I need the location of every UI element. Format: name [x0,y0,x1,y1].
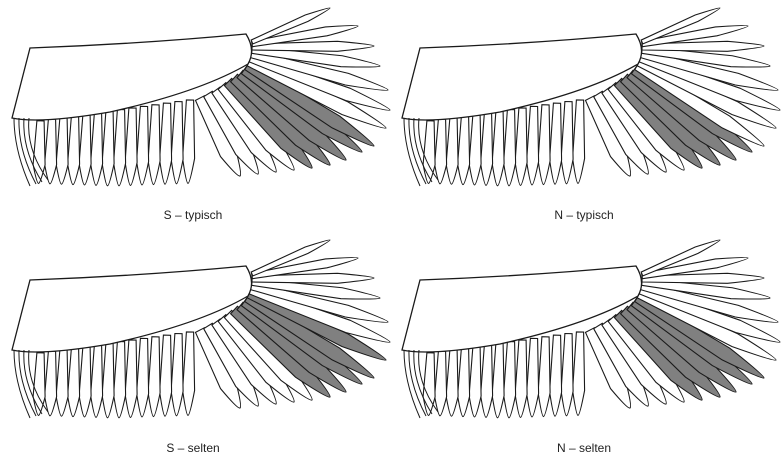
secondary-feather [492,111,504,186]
secondary-feather [561,334,573,416]
secondary-feather [79,114,91,185]
wing-s-typisch [12,8,390,186]
secondary-feather [515,340,527,417]
secondary-feather [160,103,172,184]
secondary-feather [538,337,550,417]
secondary-feather [504,110,516,186]
secondary-feather [125,340,137,417]
secondary-feather [469,114,481,185]
secondary-feather [504,342,516,418]
caption-s-typisch: S – typisch [73,208,313,222]
secondary-feather [481,113,493,186]
secondary-feather [56,349,68,416]
secondary-feather [538,105,550,185]
wing-n-typisch [402,8,780,186]
secondary-feather [102,111,114,186]
secondary-feather [45,351,57,416]
secondary-feather [550,103,562,184]
secondary-feather [469,346,481,417]
secondary-feather [148,337,160,417]
caption-n-typisch: N – typisch [464,208,704,222]
secondary-feather [458,348,470,417]
secondary-feather [160,335,172,416]
secondary-feather [137,106,149,185]
secondary-feather [573,100,585,183]
secondary-feather [68,348,80,417]
secondary-feather [183,332,195,415]
secondary-feather [114,110,126,186]
secondary-feather [573,332,585,415]
secondary-feather [435,119,447,184]
secondary-feather [148,105,160,185]
secondary-feather [114,342,126,418]
secondary-feather [45,119,57,184]
caption-s-selten: S – selten [73,441,313,455]
secondary-feather [56,117,68,184]
secondary-feather [102,343,114,418]
secondary-feather [527,106,539,185]
secondary-feather [458,116,470,185]
secondary-feather [125,108,137,185]
secondary-feather [91,113,103,186]
secondary-feather [561,102,573,184]
secondary-feather [183,100,195,183]
secondary-feather [137,338,149,417]
secondary-feather [481,345,493,418]
secondary-feather [515,108,527,185]
wing-n-selten [402,240,780,418]
secondary-feather [68,116,80,185]
wing-s-selten [12,240,390,418]
secondary-feather [492,343,504,418]
secondary-feather [446,117,458,184]
secondary-feather [171,334,183,416]
secondary-feather [550,335,562,416]
secondary-feather [527,338,539,417]
caption-n-selten: N – selten [464,441,704,455]
secondary-feather [435,351,447,416]
secondary-feather [171,102,183,184]
secondary-feather [79,346,91,417]
secondary-feather [446,349,458,416]
secondary-feather [91,345,103,418]
